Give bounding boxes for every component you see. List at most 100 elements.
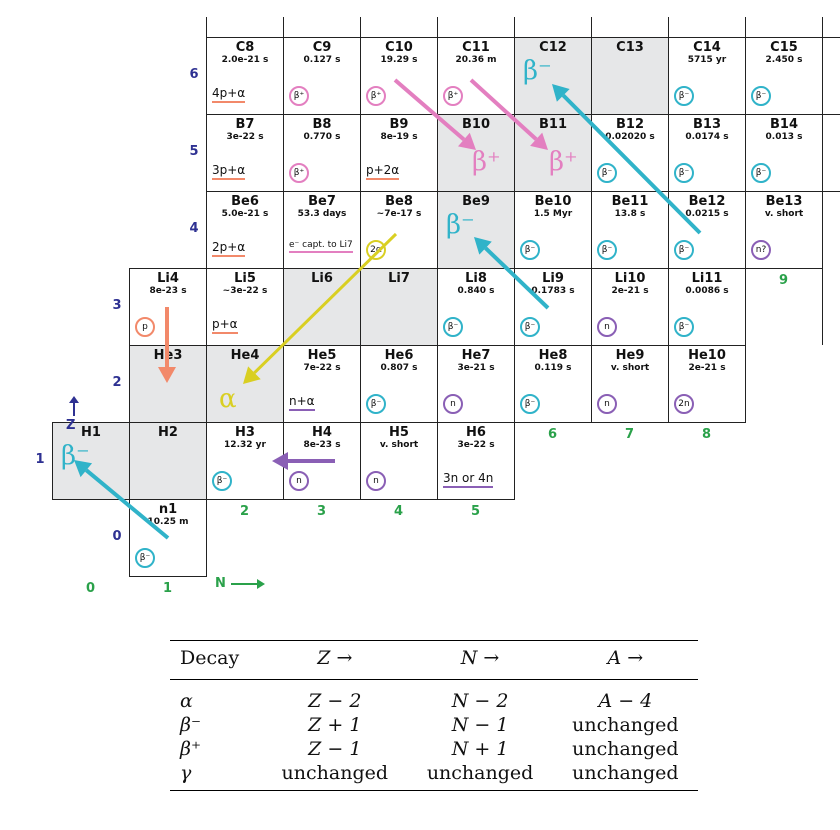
- nuclide-name: Be8: [385, 194, 413, 209]
- grid-line: [822, 268, 823, 345]
- header-n: N →: [407, 640, 553, 680]
- table-row: β⁺ Z − 1 N + 1 unchanged: [170, 737, 698, 761]
- nuclide-name: Be10: [534, 194, 572, 209]
- half-life: 0.013 s: [765, 132, 803, 142]
- nuclide-cell-c13: C13: [591, 37, 669, 115]
- nuclide-name: H2: [158, 425, 178, 440]
- nuclide-name: C9: [312, 40, 332, 55]
- nuclide-name: He4: [230, 348, 260, 363]
- half-life: 2.0e-21 s: [221, 55, 269, 65]
- arrow-c11-to-b11: [469, 78, 548, 150]
- nuclide-name: C15: [770, 40, 798, 55]
- half-life: 7e-22 s: [303, 363, 341, 373]
- z-label: 4: [189, 221, 199, 236]
- grid-line: [514, 17, 515, 37]
- decay-mode-badge: β⁻: [674, 317, 694, 337]
- half-life: 5715 yr: [687, 55, 727, 65]
- decay-mode-text: n+α: [289, 394, 315, 411]
- decay-mode-badge: β⁺: [443, 86, 463, 106]
- n-change: N + 1: [451, 738, 509, 760]
- nuclide-name: B11: [539, 117, 567, 132]
- z-change: unchanged: [262, 761, 408, 791]
- table-row: γ unchanged unchanged unchanged: [170, 761, 698, 791]
- half-life: 0.840 s: [457, 286, 495, 296]
- decay-mode-badge: n?: [751, 240, 771, 260]
- arrow-be12-to-c12: [552, 84, 702, 235]
- z-axis-label: Z: [66, 418, 76, 433]
- n-change: N − 1: [451, 714, 509, 736]
- decay-mode-badge: n: [443, 394, 463, 414]
- decay-mode-badge: β⁺: [366, 86, 386, 106]
- decay-mode-badge: β⁻: [212, 471, 232, 491]
- arrow-li4-to-he3: [158, 307, 176, 383]
- decay-type: β⁻: [180, 714, 202, 736]
- nuclide-name: Li8: [465, 271, 487, 286]
- half-life: 8e-23 s: [303, 440, 341, 450]
- nuclide-name: H6: [466, 425, 486, 440]
- nuclide-name: Be7: [308, 194, 336, 209]
- decay-type: γ: [170, 761, 263, 791]
- grid-line: [360, 17, 361, 37]
- z-label: 5: [189, 144, 199, 159]
- half-life: 0.1783 s: [531, 286, 575, 296]
- z-change: Z + 1: [308, 714, 362, 736]
- grid-line: [206, 17, 207, 37]
- nuclide-name: Be6: [231, 194, 259, 209]
- z-label: 3: [112, 298, 122, 313]
- z-axis-indicator: Z: [66, 396, 79, 433]
- decay-mode-badge: β⁻: [597, 163, 617, 183]
- decay-mode-badge: β⁻: [674, 86, 694, 106]
- decay-type: β⁺: [180, 738, 202, 760]
- grid-line: [822, 37, 840, 38]
- nuclide-name: B8: [312, 117, 332, 132]
- nuclide-name: H5: [389, 425, 409, 440]
- nuclide-name: He6: [384, 348, 414, 363]
- arrow-h4-to-h3: [272, 452, 335, 470]
- half-life: 1.5 Myr: [533, 209, 573, 219]
- grid-line: [745, 17, 746, 37]
- decay-mode-text: p+α: [212, 317, 238, 334]
- decay-symbol: β⁻: [446, 210, 475, 240]
- decay-mode-badge: β⁺: [289, 86, 309, 106]
- arrow-be8-to-he4: [243, 232, 398, 384]
- nuclide-name: C8: [235, 40, 255, 55]
- arrow-up-icon: [69, 396, 79, 416]
- half-life: 0.0086 s: [685, 286, 729, 296]
- table-row: β⁻ Z + 1 N − 1 unchanged: [170, 713, 698, 737]
- n-label: 2: [239, 504, 250, 519]
- decay-symbol: β⁺: [549, 147, 578, 177]
- nuclide-name: B9: [389, 117, 409, 132]
- a-change: unchanged: [572, 738, 679, 760]
- nuclide-name: He10: [688, 348, 726, 363]
- grid-line: [822, 191, 840, 192]
- decay-mode-badge: β⁻: [520, 317, 540, 337]
- nuclide-name: H3: [235, 425, 255, 440]
- z-change: Z − 2: [308, 690, 362, 712]
- half-life: 2e-21 s: [688, 363, 726, 373]
- n-label: 8: [701, 427, 712, 442]
- a-change: unchanged: [572, 714, 679, 736]
- decay-mode-badge: β⁻: [674, 163, 694, 183]
- header-a: A →: [552, 640, 698, 680]
- nuclide-name: He5: [307, 348, 337, 363]
- half-life: 0.0215 s: [685, 209, 729, 219]
- half-life: 0.807 s: [380, 363, 418, 373]
- nuclide-name: Li10: [614, 271, 646, 286]
- decay-mode-badge: β⁻: [520, 394, 540, 414]
- arrow-n1-to-h1: [74, 460, 170, 540]
- table-row: α Z − 2 N − 2 A − 4: [170, 680, 698, 714]
